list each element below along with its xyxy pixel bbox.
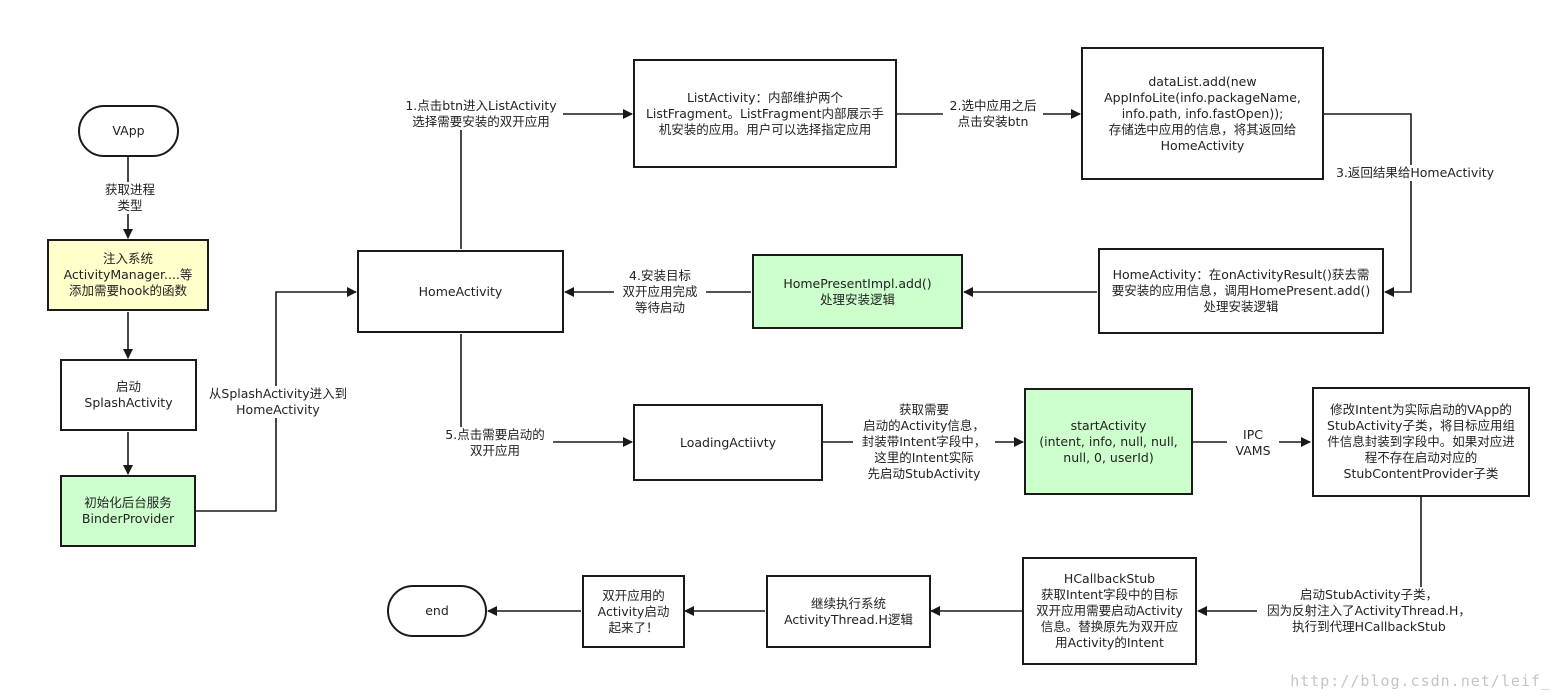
hcallback-stub-node: HCallbackStub 获取Intent字段中的目标 双开应用需要启动Act… — [1022, 557, 1197, 665]
label-step5: 5.点击需要启动的 双开应用 — [437, 427, 553, 459]
edge-datalist-onresult — [1324, 113, 1412, 297]
label-step4: 4.安装目标 双开应用完成 等待启动 — [614, 268, 706, 316]
label-ipc-vams: IPC VAMS — [1227, 427, 1279, 459]
edge-home-list — [460, 109, 633, 249]
list-activity-node: ListActivity：内部维护两个 ListFragment。ListFra… — [633, 59, 897, 168]
home-activity-node: HomeActivity — [357, 250, 564, 333]
vapp-node: VApp — [78, 105, 179, 157]
label-step3: 3.返回结果给HomeActivity — [1330, 165, 1500, 181]
loading-activity-node: LoadingActiivty — [633, 404, 823, 481]
watermark: http://blog.csdn.net/leif_ — [1290, 672, 1551, 690]
end-node: end — [387, 585, 487, 637]
label-step1: 1.点击btn进入ListActivity 选择需要安装的双开应用 — [399, 98, 563, 130]
inject-system-node: 注入系统 ActivityManager....等 添加需要hook的函数 — [47, 239, 209, 311]
continue-activity-thread-node: 继续执行系统 ActivityThread.H逻辑 — [766, 575, 931, 648]
edge-home-loading — [460, 334, 633, 447]
label-get-activity-info: 获取需要 启动的Activity信息， 封装带Intent字段中， 这里的Int… — [853, 402, 995, 482]
start-activity-node: startActivity (intent, info, null, null,… — [1024, 388, 1193, 495]
binder-provider-node: 初始化后台服务 BinderProvider — [60, 475, 196, 547]
home-present-impl-node: HomePresentImpl.add() 处理安装逻辑 — [752, 254, 963, 329]
datalist-add-node: dataList.add(new AppInfoLite(info.packag… — [1081, 47, 1324, 180]
label-step2: 2.选中应用之后 点击安装btn — [943, 98, 1043, 130]
splash-activity-node: 启动 SplashActivity — [60, 359, 197, 431]
label-splash-to-home: 从SplashActivity进入到 HomeActivity — [203, 386, 353, 418]
on-activity-result-node: HomeActivity：在onActivityResult()获去需 要安装的… — [1098, 248, 1384, 334]
label-get-process-type: 获取进程 类型 — [97, 182, 163, 214]
label-start-stub-activity: 启动StubActivity子类， 因为反射注入了ActivityThread.… — [1257, 587, 1481, 635]
modify-intent-node: 修改Intent为实际启动的VApp的 StubActivity子类，将目标应用… — [1312, 387, 1530, 497]
app-started-node: 双开应用的 Activity启动 起来了！ — [582, 575, 685, 648]
